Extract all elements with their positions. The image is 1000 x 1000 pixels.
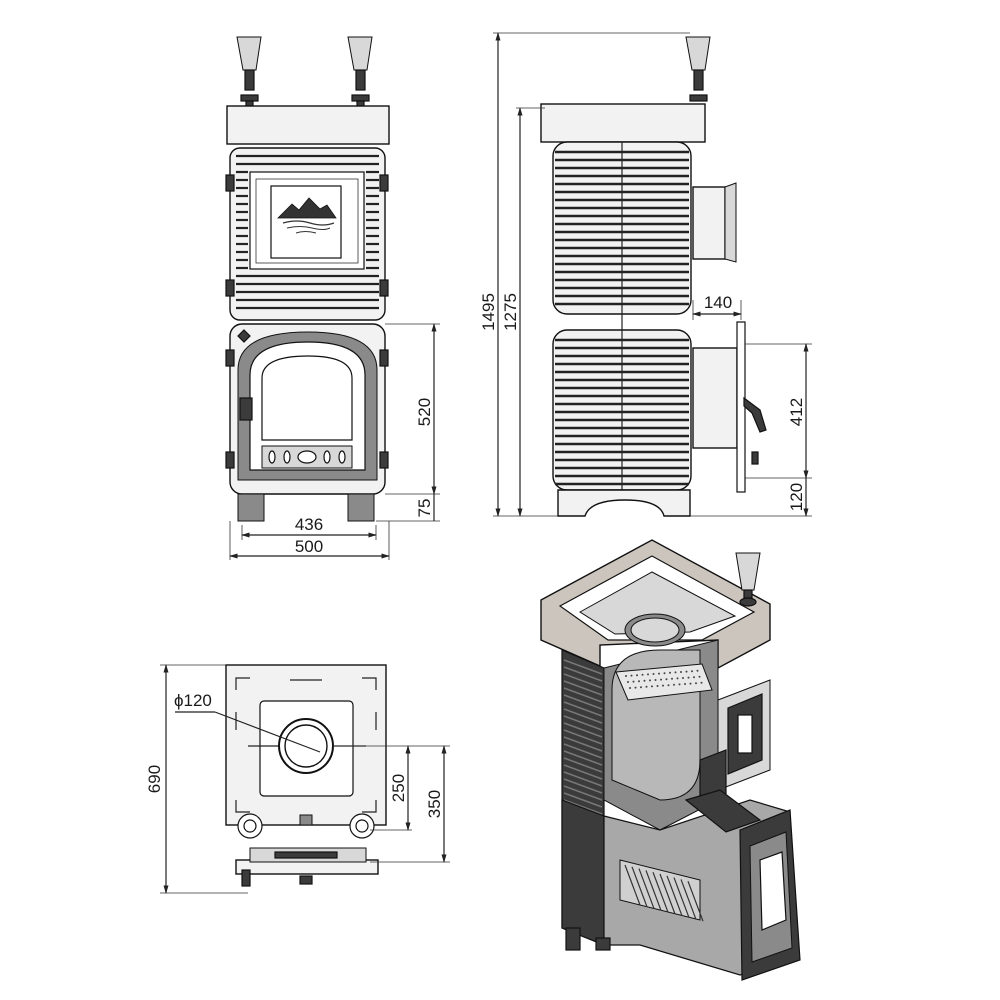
upper-ribs <box>236 154 379 310</box>
dim-body-height: 1275 <box>501 293 520 331</box>
dim-total-height: 1495 <box>479 293 498 331</box>
dim-flue-offset: 250 <box>389 774 408 802</box>
dim-flue-diameter: ϕ120 <box>174 691 212 710</box>
leg-left <box>237 493 265 522</box>
side-exchanger-box <box>692 186 726 260</box>
side-top-cap <box>540 103 706 143</box>
flue-cone-right <box>347 36 373 107</box>
dim-outer-width: 500 <box>295 537 323 556</box>
cutaway-view <box>540 539 801 981</box>
flue-cone-left <box>236 36 262 107</box>
top-cap <box>226 105 390 145</box>
leg-right <box>347 493 375 522</box>
dim-depth: 690 <box>145 765 164 793</box>
dim-leg-height: 75 <box>415 499 434 518</box>
ash-grate-lower <box>624 864 704 922</box>
dim-side-door-height: 412 <box>787 398 806 426</box>
flue-ring-inner <box>284 724 328 768</box>
dim-side-offset: 140 <box>704 293 732 312</box>
top-view: 690 ϕ120 250 350 <box>145 664 450 894</box>
mountain-motif <box>277 197 337 234</box>
dim-inner-width: 436 <box>295 515 323 534</box>
side-door <box>736 321 746 493</box>
front-view: 436 500 520 75 <box>225 36 440 560</box>
perforated-grate-upper <box>625 669 703 689</box>
dim-flue-front-offset: 350 <box>425 790 444 818</box>
dim-side-leg-height: 120 <box>787 483 806 511</box>
firebox-door <box>237 329 378 481</box>
side-flue-cone <box>685 36 711 102</box>
dim-door-height: 520 <box>415 398 434 426</box>
side-view: 1495 1275 140 412 120 <box>479 32 812 517</box>
